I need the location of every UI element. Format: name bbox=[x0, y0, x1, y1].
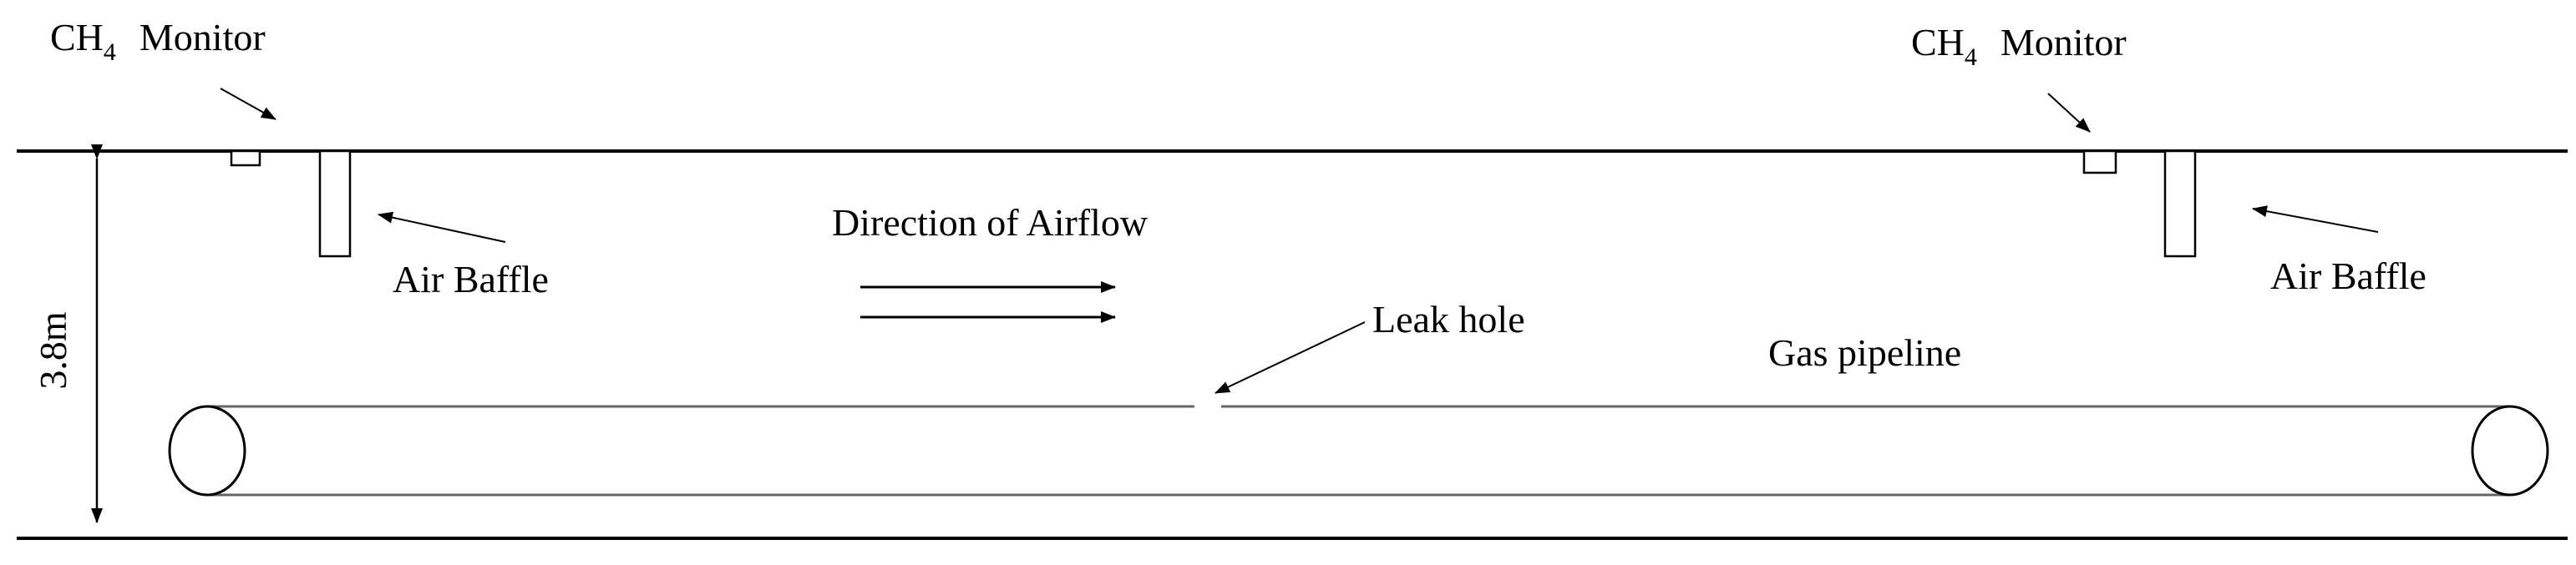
monitor-left-subscript: 4 bbox=[104, 38, 116, 66]
monitor-left-word: Monitor bbox=[139, 16, 266, 58]
airflow-label: Direction of Airflow bbox=[832, 201, 1149, 244]
pipeline-end-left bbox=[168, 405, 246, 497]
pipeline-end-right bbox=[2471, 405, 2549, 497]
leak-hole-label: Leak hole bbox=[1372, 298, 1525, 341]
monitor-right-word: Monitor bbox=[2000, 21, 2127, 63]
monitor-left-sensor bbox=[230, 149, 261, 167]
gas-pipeline bbox=[168, 405, 2549, 497]
monitor-right-prefix: CH bbox=[1911, 21, 1965, 63]
air-baffle-right-pointer bbox=[2252, 205, 2379, 233]
monitor-right-label: CH4 Monitor bbox=[1911, 21, 2127, 71]
height-label: 3.8m bbox=[32, 311, 74, 390]
gas-pipeline-label: Gas pipeline bbox=[1768, 331, 1961, 374]
monitor-left-label: CH4 Monitor bbox=[50, 16, 266, 66]
leak-hole-pointer bbox=[1214, 321, 1366, 394]
air-baffle-right-label: Air Baffle bbox=[2270, 255, 2426, 297]
monitor-left-pointer bbox=[220, 88, 276, 120]
air-baffle-right bbox=[2163, 149, 2197, 258]
monitor-right-subscript: 4 bbox=[1965, 43, 1977, 71]
monitor-right-pointer bbox=[2047, 93, 2091, 133]
air-baffle-left-label: Air Baffle bbox=[393, 258, 549, 300]
monitor-left-prefix: CH bbox=[50, 16, 104, 58]
air-baffle-left-pointer bbox=[378, 211, 506, 243]
air-baffle-left bbox=[318, 149, 352, 258]
monitor-right-sensor bbox=[2082, 149, 2117, 174]
